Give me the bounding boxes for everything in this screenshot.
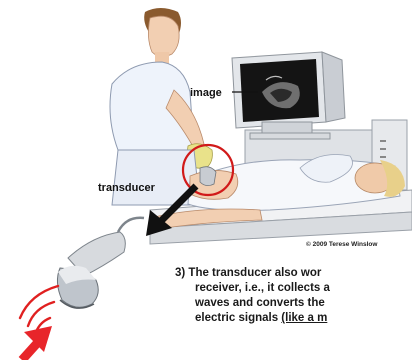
ultrasound-wave-arcs [20,286,58,332]
image-label: image [190,87,222,99]
caption-line-4-plain: electric signals [195,312,281,324]
caption-line-4: electric signals (like a m [175,311,412,326]
copyright-notice: © 2009 Terese Winslow [306,241,377,248]
incoming-wave-arrow [22,326,52,360]
transducer-probe-closeup [57,218,144,308]
caption-line-1: 3) The transducer also wor [175,266,412,281]
caption-line-4-underlined: (like a m [281,312,327,324]
caption-line-2: receiver, i.e., it collects a [175,281,412,296]
ultrasound-monitor-screen [240,59,319,122]
caption-line-3: waves and converts the [175,296,412,311]
transducer-label: transducer [98,182,155,194]
caption-text: 3) The transducer also wor receiver, i.e… [175,266,412,326]
